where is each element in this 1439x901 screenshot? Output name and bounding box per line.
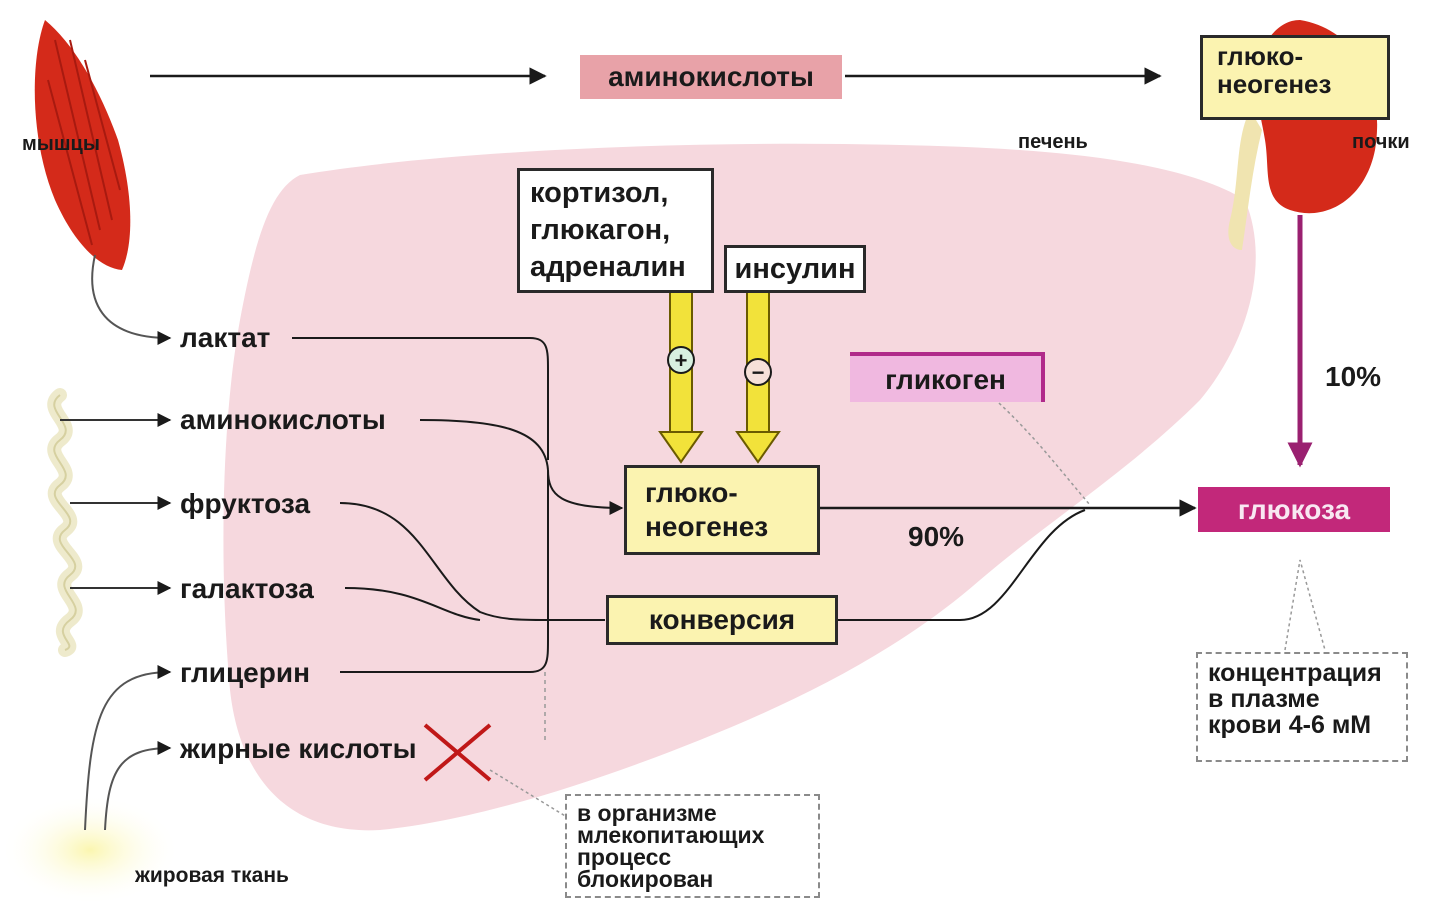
gluconeogenesis-line1: глюко-	[645, 476, 799, 510]
glycogen-box: гликоген	[850, 352, 1045, 402]
concentration-note: концентрация в плазме крови 4-6 мМ	[1196, 652, 1408, 762]
concentration-line1: концентрация	[1208, 660, 1396, 686]
minus-sign: −	[752, 360, 765, 385]
kidney-gluconeogenesis-line2: неогенез	[1217, 70, 1373, 98]
hormone-adrenaline: адреналин	[530, 249, 701, 286]
glucose-box: глюкоза	[1198, 487, 1390, 532]
insulin-text: инсулин	[735, 253, 856, 285]
muscle-label: мышцы	[22, 133, 100, 155]
percent-liver: 90%	[908, 521, 964, 552]
line-muscle-to-lactate	[92, 255, 170, 338]
concentration-line2: в плазме	[1208, 686, 1396, 712]
gluconeogenesis-box: глюко- неогенез	[624, 465, 820, 555]
conversion-text: конверсия	[649, 604, 795, 635]
blocked-line3: процесс	[577, 846, 808, 868]
gluconeogenesis-line2: неогенез	[645, 510, 799, 544]
glucose-text: глюкоза	[1238, 494, 1350, 525]
amino-acids-text: аминокислоты	[608, 61, 814, 92]
concentration-line3: крови 4-6 мМ	[1208, 712, 1396, 738]
substrate-fructose: фруктоза	[180, 488, 310, 519]
blocked-process-note: в организме млекопитающих процесс блокир…	[565, 794, 820, 898]
kidney-gluconeogenesis-box: глюко- неогенез	[1200, 35, 1390, 120]
adipose-label: жировая ткань	[134, 864, 289, 887]
blocked-line2: млекопитающих	[577, 824, 808, 846]
substrate-amino-acids: аминокислоты	[180, 404, 386, 435]
substrate-fatty-acids: жирные кислоты	[179, 733, 417, 764]
glycogen-text: гликоген	[885, 364, 1006, 395]
kidney-label: почки	[1352, 131, 1410, 153]
liver-label: печень	[1018, 131, 1088, 153]
substrate-galactose: галактоза	[180, 573, 314, 604]
percent-kidneys: 10%	[1325, 361, 1381, 392]
hormone-glucagon: глюкагон,	[530, 212, 701, 249]
amino-acids-box: аминокислоты	[580, 55, 842, 99]
stimulating-hormones-box: кортизол, глюкагон, адреналин	[517, 168, 714, 293]
plus-sign: +	[675, 348, 688, 373]
substrate-lactate: лактат	[180, 322, 270, 353]
substrate-glycerol: глицерин	[180, 657, 310, 688]
blocked-line1: в организме	[577, 802, 808, 824]
conversion-box: конверсия	[606, 595, 838, 645]
hormone-cortisol: кортизол,	[530, 175, 701, 212]
insulin-box: инсулин	[724, 245, 866, 293]
concentration-callout	[1285, 560, 1325, 650]
kidney-gluconeogenesis-line1: глюко-	[1217, 42, 1373, 70]
blocked-line4: блокирован	[577, 868, 808, 890]
